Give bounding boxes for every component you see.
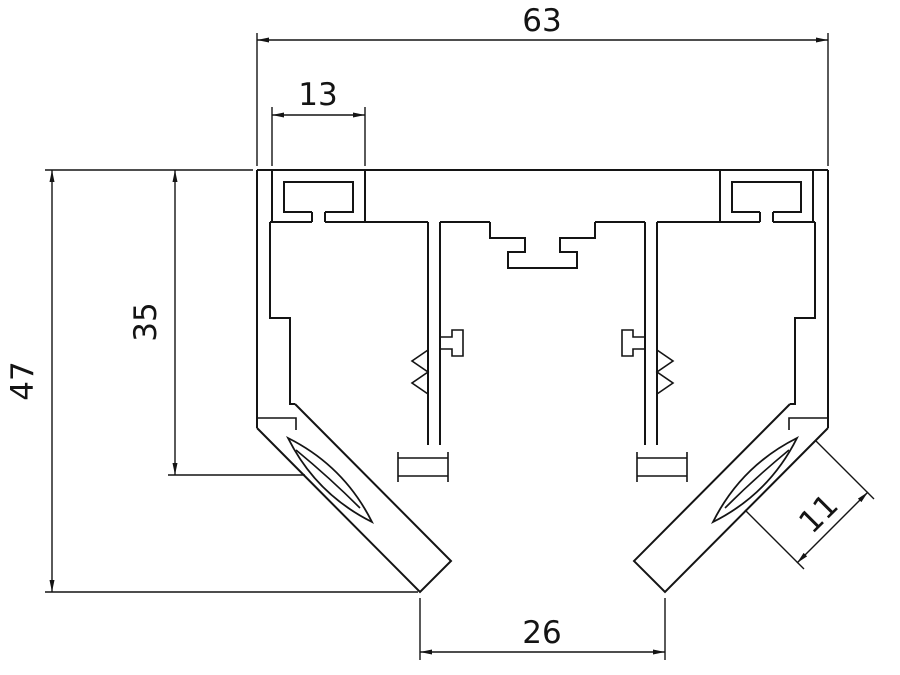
left-shelf bbox=[257, 417, 297, 430]
right-shelf bbox=[788, 417, 828, 430]
right-screw-channel bbox=[719, 170, 814, 222]
right-spring-zigzag bbox=[655, 349, 675, 395]
left-leaf-spring bbox=[285, 435, 375, 525]
dimension-extension-line bbox=[271, 107, 366, 166]
dimension-overall-height: 47 bbox=[5, 169, 418, 593]
left-inner-wall bbox=[269, 222, 295, 405]
dimension-extension-line bbox=[744, 439, 875, 570]
left-spring-zigzag bbox=[410, 349, 430, 395]
dimension-overall-width: 63 bbox=[256, 3, 829, 166]
dimension-body-height: 35 bbox=[128, 170, 305, 476]
center-t-slot bbox=[489, 222, 596, 269]
left-screw-channel bbox=[271, 170, 366, 222]
dimension-extension-line bbox=[45, 169, 418, 593]
right-leg bbox=[632, 403, 829, 594]
right-inner-wall bbox=[790, 222, 816, 405]
dim-overall-width-label: 63 bbox=[522, 3, 561, 39]
dimension-top-slot-width: 13 bbox=[271, 77, 366, 166]
dim-body-height-label: 35 bbox=[128, 302, 164, 341]
dimension-line bbox=[796, 491, 869, 564]
dimension-bottom-opening: 26 bbox=[419, 598, 666, 660]
dim-top-slot-width-label: 13 bbox=[298, 77, 337, 113]
right-leaf-spring bbox=[710, 435, 800, 525]
dim-overall-height-label: 47 bbox=[5, 361, 41, 400]
right-channel-wall bbox=[644, 222, 658, 445]
profile-outline bbox=[256, 169, 829, 594]
right-t-lug bbox=[621, 329, 645, 357]
left-channel-wall bbox=[427, 222, 441, 445]
left-leg bbox=[256, 403, 453, 594]
dim-leg-width-label: 11 bbox=[792, 487, 845, 540]
left-hook bbox=[397, 452, 449, 482]
dimension-extension-line bbox=[256, 33, 829, 166]
dim-bottom-opening-label: 26 bbox=[522, 615, 561, 651]
left-t-lug bbox=[440, 329, 464, 357]
right-hook bbox=[636, 452, 688, 482]
